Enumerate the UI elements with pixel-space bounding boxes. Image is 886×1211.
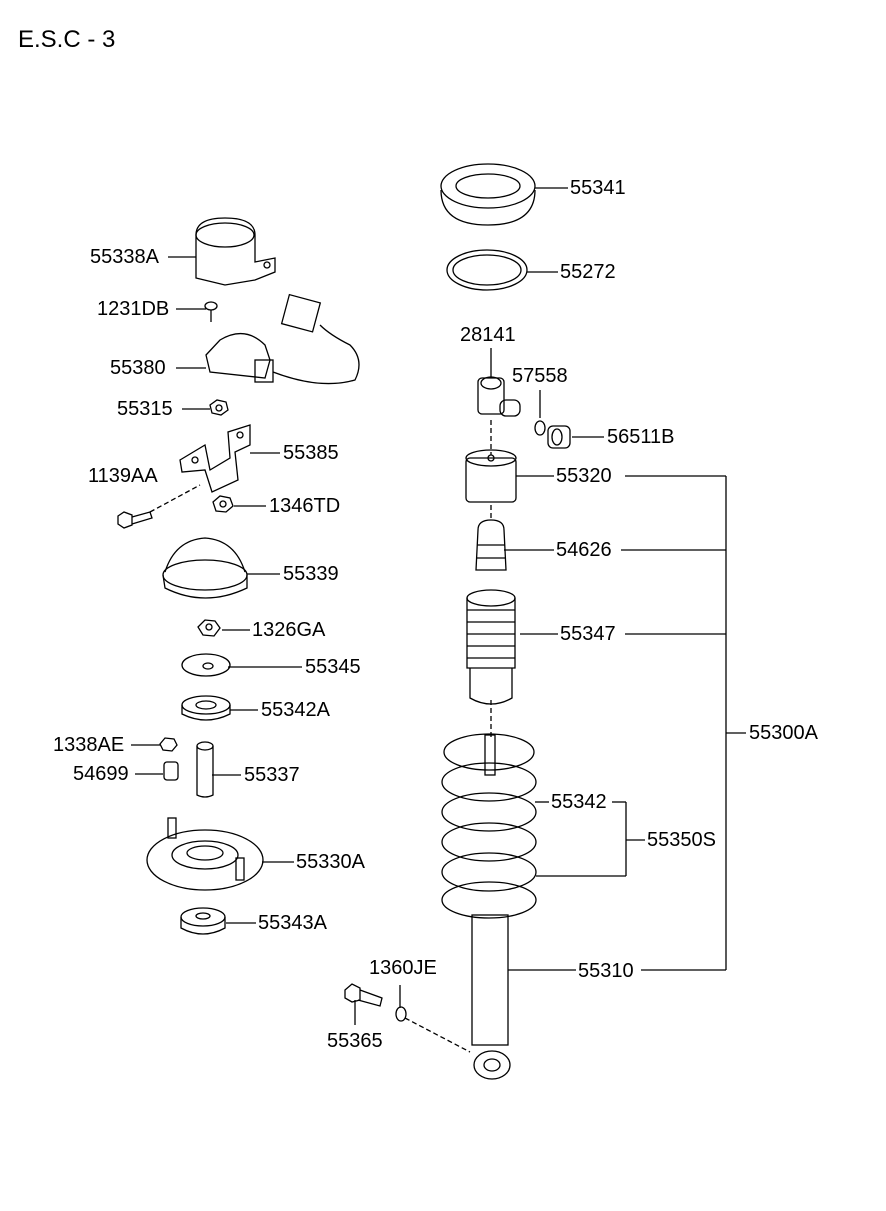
part-1346TD-drawing (212, 495, 234, 513)
part-label-54626[interactable]: 54626 (556, 539, 612, 561)
part-label-55338A[interactable]: 55338A (90, 246, 159, 268)
part-55272-drawing (446, 249, 528, 291)
part-54626-drawing (475, 519, 507, 571)
part-55380-drawing (205, 293, 360, 385)
part-label-55385[interactable]: 55385 (283, 442, 339, 464)
part-label-55310[interactable]: 55310 (578, 960, 634, 982)
part-label-55380[interactable]: 55380 (110, 357, 166, 379)
page-title: E.S.C - 3 (18, 26, 116, 53)
part-label-1346TD[interactable]: 1346TD (269, 495, 341, 517)
part-label-1139AA[interactable]: 1139AA (88, 465, 158, 487)
part-55385-drawing (179, 424, 251, 493)
part-label-1326GA[interactable]: 1326GA (252, 619, 326, 641)
part-1231DB-drawing (204, 301, 218, 322)
part-55315-drawing (209, 399, 229, 416)
part-label-55342[interactable]: 55342 (551, 791, 607, 813)
part-label-1360JE[interactable]: 1360JE (369, 957, 437, 979)
part-label-57558[interactable]: 57558 (512, 365, 568, 387)
part-1338AE-drawing (159, 737, 178, 752)
part-55338A-drawing (195, 217, 276, 286)
part-55330A-drawing (146, 817, 264, 891)
part-label-28141[interactable]: 28141 (460, 324, 516, 346)
part-label-55330A[interactable]: 55330A (296, 851, 365, 873)
part-label-55320[interactable]: 55320 (556, 465, 612, 487)
leader-lines (131, 187, 746, 1053)
part-55320-drawing (465, 449, 517, 503)
part-label-55300A[interactable]: 55300A (749, 722, 818, 744)
part-55310-drawing (471, 914, 511, 1080)
part-56511B-drawing (547, 425, 571, 449)
part-55342-spring-drawing (441, 733, 537, 919)
part-1326GA-drawing (197, 619, 221, 637)
part-54699-drawing (163, 761, 179, 781)
part-55342A-drawing (181, 695, 231, 721)
part-label-55342A[interactable]: 55342A (261, 699, 330, 721)
part-label-1338AE[interactable]: 1338AE (53, 734, 125, 756)
part-55337-drawing (196, 741, 214, 798)
part-label-55347[interactable]: 55347 (560, 623, 616, 645)
part-55343A-drawing (180, 907, 226, 935)
part-label-54699[interactable]: 54699 (73, 763, 129, 785)
part-1360JE-drawing (395, 1006, 407, 1022)
part-55347-drawing (466, 589, 516, 705)
part-28141-drawing (477, 376, 521, 417)
part-label-55337[interactable]: 55337 (244, 764, 300, 786)
part-55341-drawing (440, 163, 536, 226)
part-label-55339[interactable]: 55339 (283, 563, 339, 585)
part-label-55350S[interactable]: 55350S (647, 829, 716, 851)
part-label-55343A[interactable]: 55343A (258, 912, 327, 934)
part-55345-drawing (181, 653, 231, 677)
part-label-1231DB[interactable]: 1231DB (97, 298, 170, 320)
part-1139AA-drawing (117, 511, 153, 529)
part-57558-drawing (534, 420, 546, 436)
part-55365-drawing (344, 983, 383, 1007)
part-label-55365[interactable]: 55365 (327, 1030, 383, 1052)
part-55339-drawing (162, 537, 248, 599)
part-label-55315[interactable]: 55315 (117, 398, 173, 420)
part-label-55272[interactable]: 55272 (560, 261, 616, 283)
part-label-55341[interactable]: 55341 (570, 177, 626, 199)
part-label-56511B[interactable]: 56511B (607, 426, 675, 448)
part-label-55345[interactable]: 55345 (305, 656, 361, 678)
